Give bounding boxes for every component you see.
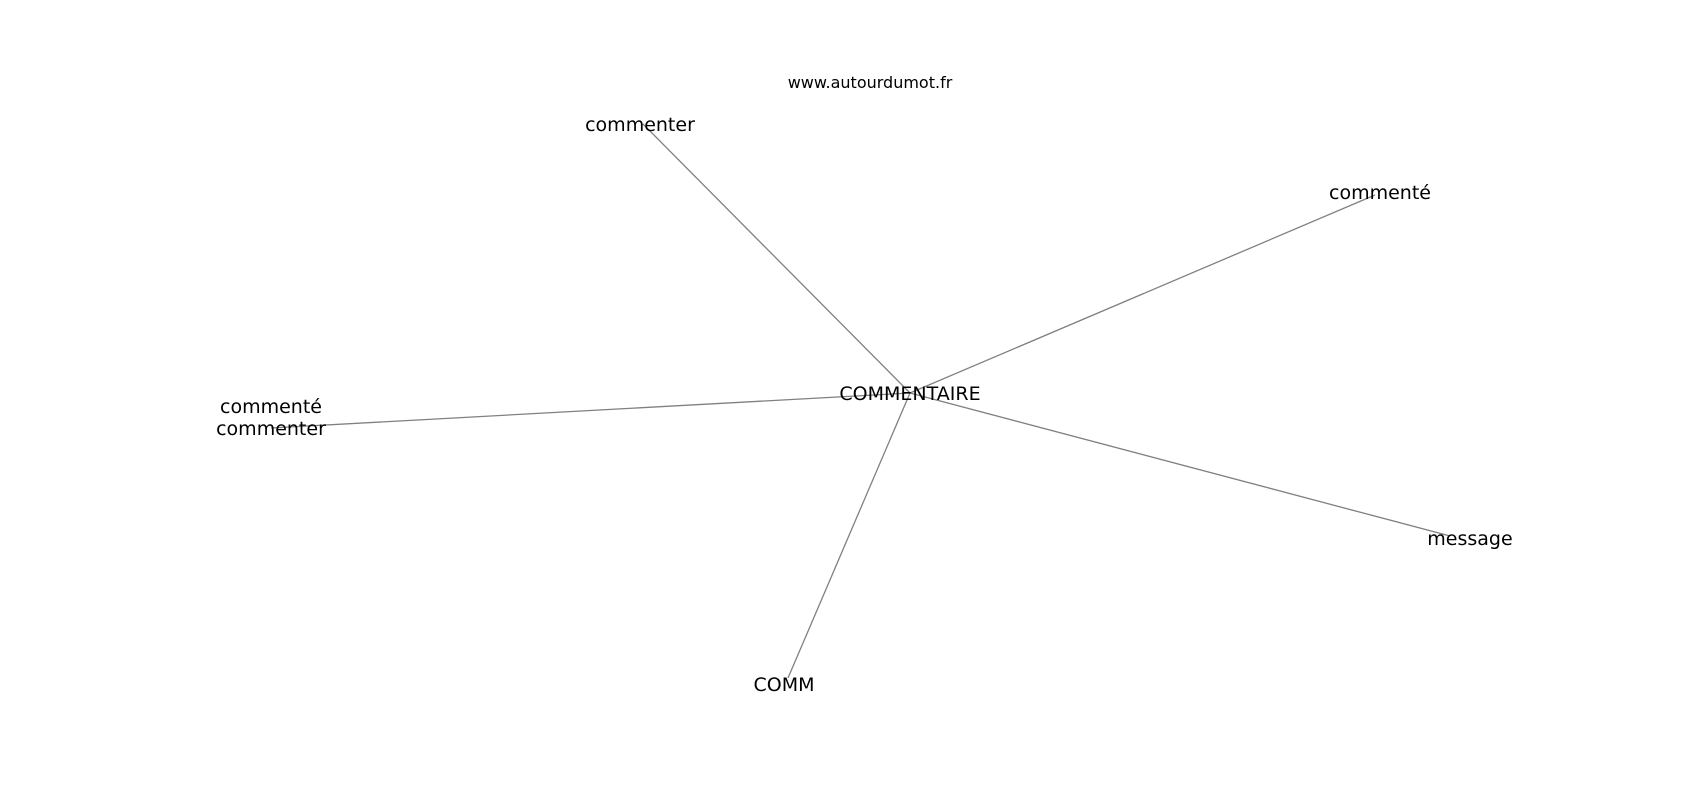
- node-label-commente: commenté: [1329, 182, 1431, 204]
- edges-layer: [270, 123, 1451, 679]
- node-label-line: commenter: [585, 114, 695, 136]
- node-label-line: COMM: [753, 674, 814, 696]
- edge-center-message: [909, 392, 1451, 537]
- edge-center-commenter: [642, 123, 911, 394]
- node-label-commenter: commenter: [585, 114, 695, 136]
- node-label-line: COMMENTAIRE: [839, 383, 980, 405]
- node-label-center: COMMENTAIRE: [839, 383, 980, 405]
- node-label-line: commenter: [216, 418, 326, 440]
- node-label-line: commenté: [1329, 182, 1431, 204]
- edge-center-comm: [787, 392, 911, 679]
- node-label-comm: COMM: [753, 674, 814, 696]
- watermark-text: www.autourdumot.fr: [788, 73, 953, 92]
- node-label-message: message: [1427, 528, 1512, 550]
- node-label-line: message: [1427, 528, 1512, 550]
- edge-center-commente-commenter: [270, 392, 911, 429]
- edge-center-commente: [909, 194, 1376, 394]
- node-label-line: commenté: [220, 396, 322, 418]
